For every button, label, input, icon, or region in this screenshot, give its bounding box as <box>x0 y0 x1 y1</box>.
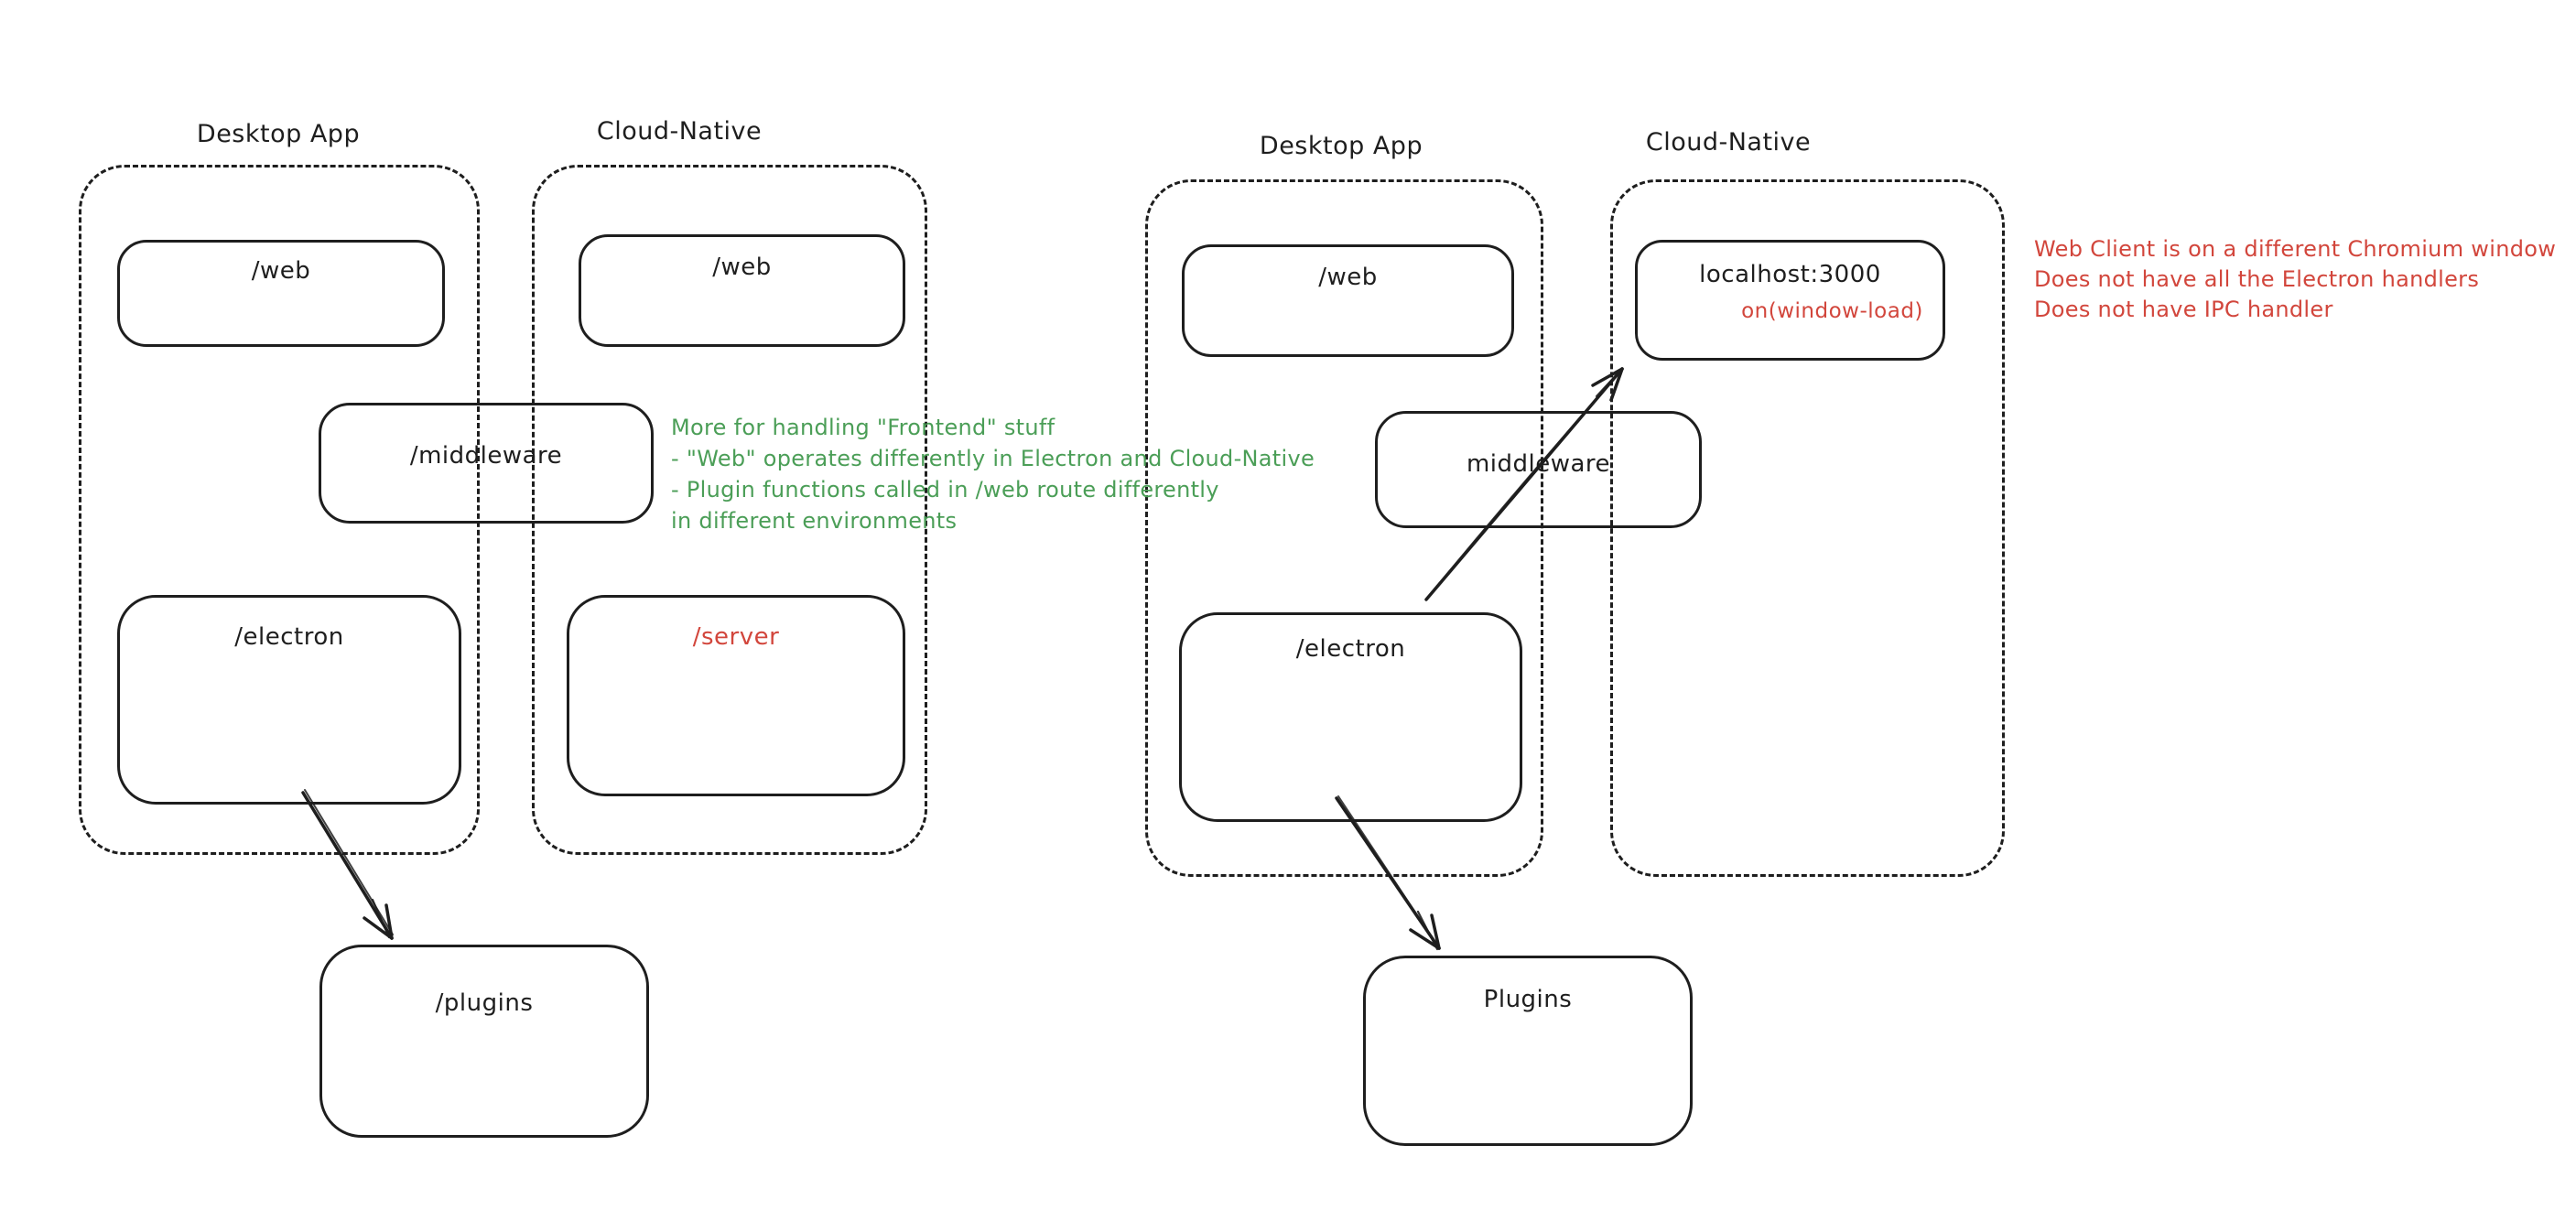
red-annotation: Web Client is on a different Chromium wi… <box>2034 234 2556 325</box>
left-electron-box: /electron <box>117 595 461 805</box>
box-label: /plugins <box>435 989 534 1017</box>
left-plugins-box: /plugins <box>319 945 649 1138</box>
red-annotation-line: Does not have all the Electron handlers <box>2034 266 2480 292</box>
box-label: /web <box>712 254 772 281</box>
left-web-box-cloud: /web <box>579 234 905 347</box>
red-annotation-line: Does not have IPC handler <box>2034 297 2333 322</box>
green-annotation-line: More for handling "Frontend" stuff <box>671 415 1055 440</box>
right-web-box: /web <box>1182 244 1514 357</box>
green-annotation-line: in different environments <box>671 508 958 534</box>
left-middleware-box: /middleware <box>319 403 654 524</box>
box-label: middleware <box>1466 450 1611 478</box>
box-label: localhost:3000 <box>1699 261 1881 288</box>
box-label: /web <box>1318 264 1378 291</box>
box-label: /electron <box>1295 635 1406 663</box>
right-desktop-app-title: Desktop App <box>1259 132 1423 160</box>
red-annotation-line: Web Client is on a different Chromium wi… <box>2034 236 2557 262</box>
left-server-box: /server <box>567 595 905 796</box>
green-annotation-line: - "Web" operates differently in Electron… <box>671 446 1315 471</box>
green-annotation: More for handling "Frontend" stuff - "We… <box>671 412 1315 536</box>
right-localhost-box: localhost:3000 on(window-load) <box>1635 240 1945 361</box>
box-label: /server <box>692 623 780 651</box>
right-plugins-box: Plugins <box>1363 956 1693 1146</box>
green-annotation-line: - Plugin functions called in /web route … <box>671 477 1219 503</box>
box-label: /web <box>251 257 311 285</box>
left-desktop-app-container <box>79 165 480 855</box>
box-label: /middleware <box>409 442 563 470</box>
left-web-box-desktop: /web <box>117 240 445 347</box>
right-middleware-box: middleware <box>1375 411 1702 528</box>
right-cloud-native-title: Cloud-Native <box>1645 128 1812 157</box>
left-cloud-native-container <box>532 165 927 855</box>
box-label: /electron <box>234 623 344 651</box>
right-electron-box: /electron <box>1179 612 1522 822</box>
left-cloud-native-title: Cloud-Native <box>596 117 763 146</box>
box-label: Plugins <box>1483 986 1573 1013</box>
window-load-label: on(window-load) <box>1741 299 1923 323</box>
left-desktop-app-title: Desktop App <box>196 120 361 148</box>
